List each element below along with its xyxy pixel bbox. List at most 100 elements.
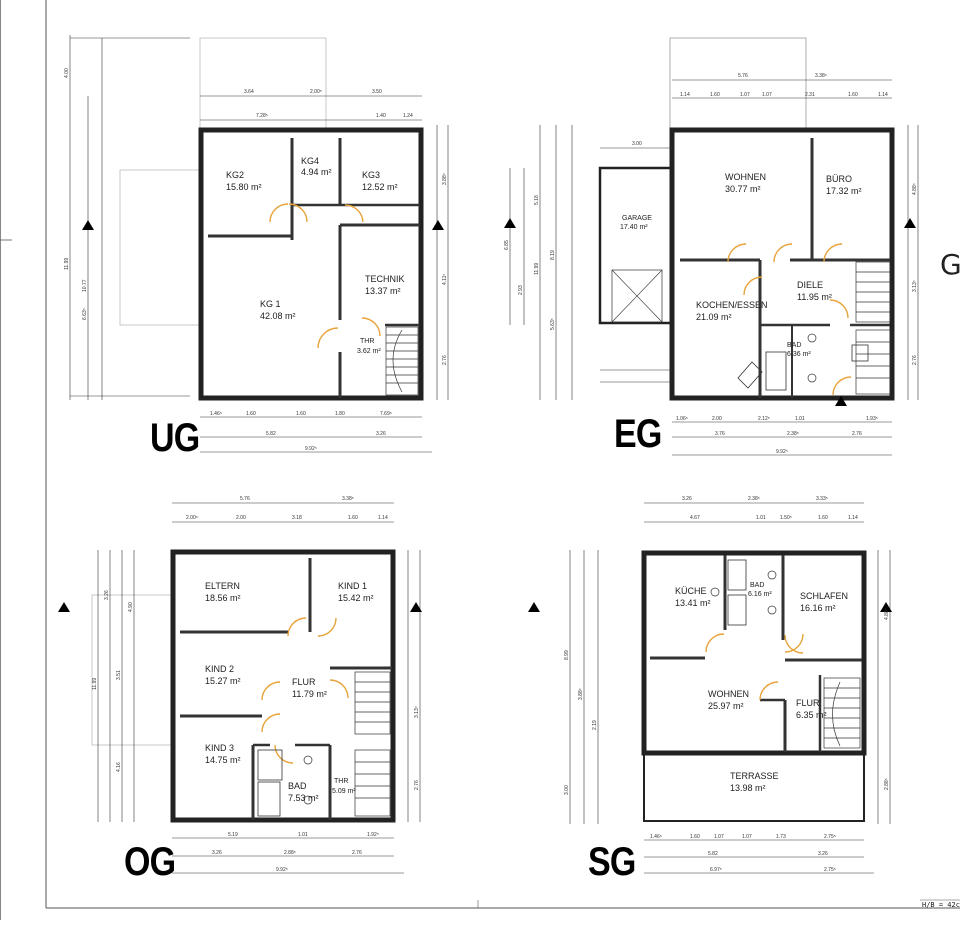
sg-dim-bottom: 2.75⁵ (824, 834, 836, 840)
plan-sg (528, 502, 892, 874)
ug-dim-side: 6.63⁵ (82, 308, 88, 320)
sg-dim-side: 3.88⁵ (578, 688, 584, 700)
eg-room-name: BÜRO (826, 174, 852, 184)
eg-dim-top: 1.07 (740, 92, 750, 98)
og-room-name: KIND 2 (205, 664, 234, 674)
eg-room-name: GARAGE (622, 215, 652, 222)
og-dim-side: 3.13⁵ (414, 706, 420, 718)
sg-room-area: 25.97 m² (708, 701, 744, 711)
eg-dim-bottom: 1.93⁵ (866, 416, 878, 422)
og-dim-bottom: 5.19 (228, 832, 238, 838)
eg-room-area: 11.95 m² (797, 292, 832, 302)
eg-dim-top: 5.76 (738, 73, 748, 79)
eg-dim-bottom: 3.76 (715, 431, 725, 437)
eg-dim-top: 1.60 (848, 92, 858, 98)
ug-dim-top: 7.28⁵ (256, 113, 268, 119)
sg-room-area: 13.41 m² (675, 598, 711, 608)
plan-og (58, 502, 422, 874)
ug-dim-bottom: 1.80 (335, 411, 345, 417)
ug-dim-top: 1.40 (376, 113, 386, 119)
eg-dim-bottom: 2.76 (852, 431, 862, 437)
sg-stairs (823, 677, 861, 749)
og-dim-bottom: 1.92⁵ (367, 832, 379, 838)
ug-room-area: 42.08 m² (260, 311, 296, 321)
sg-room-name: BAD (750, 582, 764, 589)
ug-room-area: 4.94 m² (301, 167, 332, 177)
eg-dim-side: 2.76 (912, 355, 918, 365)
sg-dim-bottom: 3.26 (818, 851, 828, 857)
sg-dim-bottom: 6.97⁵ (710, 867, 722, 873)
og-dim-bottom: 2.88⁵ (284, 850, 296, 856)
og-dim-side: 2.76 (414, 780, 420, 790)
eg-section-markers (504, 218, 916, 228)
og-dim-side: 4.16 (116, 762, 122, 772)
og-room-area: 15.42 m² (338, 593, 374, 603)
ug-dim-side: 4.11⁵ (442, 274, 448, 285)
ug-room-name: KG 1 (260, 299, 281, 309)
og-room-name: KIND 1 (338, 581, 367, 591)
sg-dim-top: 1.14 (848, 515, 858, 521)
ug-dim-bottom: 3.26 (376, 431, 386, 437)
eg-stairs (855, 261, 891, 395)
eg-room-name: DIELE (797, 280, 823, 290)
eg-room-area: 21.09 m² (696, 312, 732, 322)
plan-title-eg: EG (614, 412, 662, 456)
ug-room-area: 15.80 m² (226, 182, 262, 192)
sg-dim-side: 8.99 (564, 650, 570, 660)
ug-dim-side: 10.77 (82, 279, 88, 292)
og-dim-side: 11.99 (92, 678, 98, 690)
sg-section-markers (528, 602, 892, 612)
ug-dim-bottom: 5.82 (266, 431, 276, 437)
cropped-side-letter: G (940, 248, 960, 281)
sg-dim-bottom: 1.73 (776, 834, 786, 840)
sg-dimension-lines (569, 502, 891, 874)
sg-dim-top: 3.33⁵ (816, 496, 828, 502)
ug-dim-bottom: 1.60 (246, 411, 256, 417)
eg-room-area: 6.36 m² (787, 351, 811, 358)
sg-terrace (643, 752, 865, 822)
og-dim-top: 2.00⁵ (186, 515, 198, 521)
ug-room-name: KG4 (301, 156, 319, 166)
ug-section-markers (82, 220, 444, 230)
ug-room-area: 12.52 m² (362, 182, 398, 192)
ug-dim-bottom: 1.46⁵ (210, 411, 222, 417)
eg-dim-top: 1.07 (762, 92, 772, 98)
sg-room-name: WOHNEN (708, 689, 749, 699)
og-room-area: 11.79 m² (292, 689, 327, 699)
ug-dimension-lines (69, 35, 449, 453)
sg-room-name: TERRASSE (730, 771, 779, 781)
eg-dim-top: 2.31 (805, 92, 815, 98)
ug-dim-side: 2.76 (442, 355, 448, 365)
og-dim-top: 1.14 (378, 515, 388, 521)
og-dim-top: 3.38⁵ (342, 496, 354, 502)
sg-dim-top: 1.60 (818, 515, 828, 521)
og-ghost-outline-left (91, 594, 173, 746)
sg-room-labels: KÜCHE 13.41 m² BAD 6.16 m² SCHLAFEN 16.1… (675, 582, 848, 793)
ug-dim-top: 3.50 (372, 89, 382, 95)
sg-room-name: SCHLAFEN (800, 591, 848, 601)
eg-dim-top: 3.00 (632, 141, 642, 147)
eg-dimension-texts: 5.76 3.38⁵ 1.14 1.60 1.07 1.07 2.31 1.60… (504, 73, 918, 455)
og-room-name: KIND 3 (205, 743, 234, 753)
eg-dim-side: 11.99 (534, 263, 540, 275)
og-dimension-texts: 5.76 3.38⁵ 2.00⁵ 2.00 3.18 1.60 1.14 5.1… (92, 496, 420, 873)
ug-dim-side: 4.00 (64, 68, 70, 78)
ug-dim-side: 11.99 (64, 258, 70, 270)
og-dim-top: 3.18 (292, 515, 302, 521)
ug-ghost-outline-left (119, 169, 201, 326)
ug-dim-bottom: 1.60 (296, 411, 306, 417)
sg-room-area: 6.16 m² (748, 591, 772, 598)
eg-dim-bottom: 2.12⁵ (758, 416, 770, 422)
sg-dim-top: 1.50⁵ (780, 515, 792, 521)
og-room-labels: ELTERN 18.56 m² KIND 1 15.42 m² KIND 2 1… (205, 581, 374, 803)
ug-dim-bottom: 7.69⁵ (380, 411, 392, 417)
sg-dim-bottom: 1.07 (742, 834, 752, 840)
eg-dim-side: 2.93 (518, 285, 524, 295)
og-dim-side: 3.26 (104, 590, 110, 600)
og-room-name: ELTERN (205, 581, 240, 591)
eg-dim-bottom: 9.92⁵ (776, 449, 788, 455)
eg-room-name: BAD (787, 342, 801, 349)
og-room-area: 5.09 m² (332, 788, 356, 795)
